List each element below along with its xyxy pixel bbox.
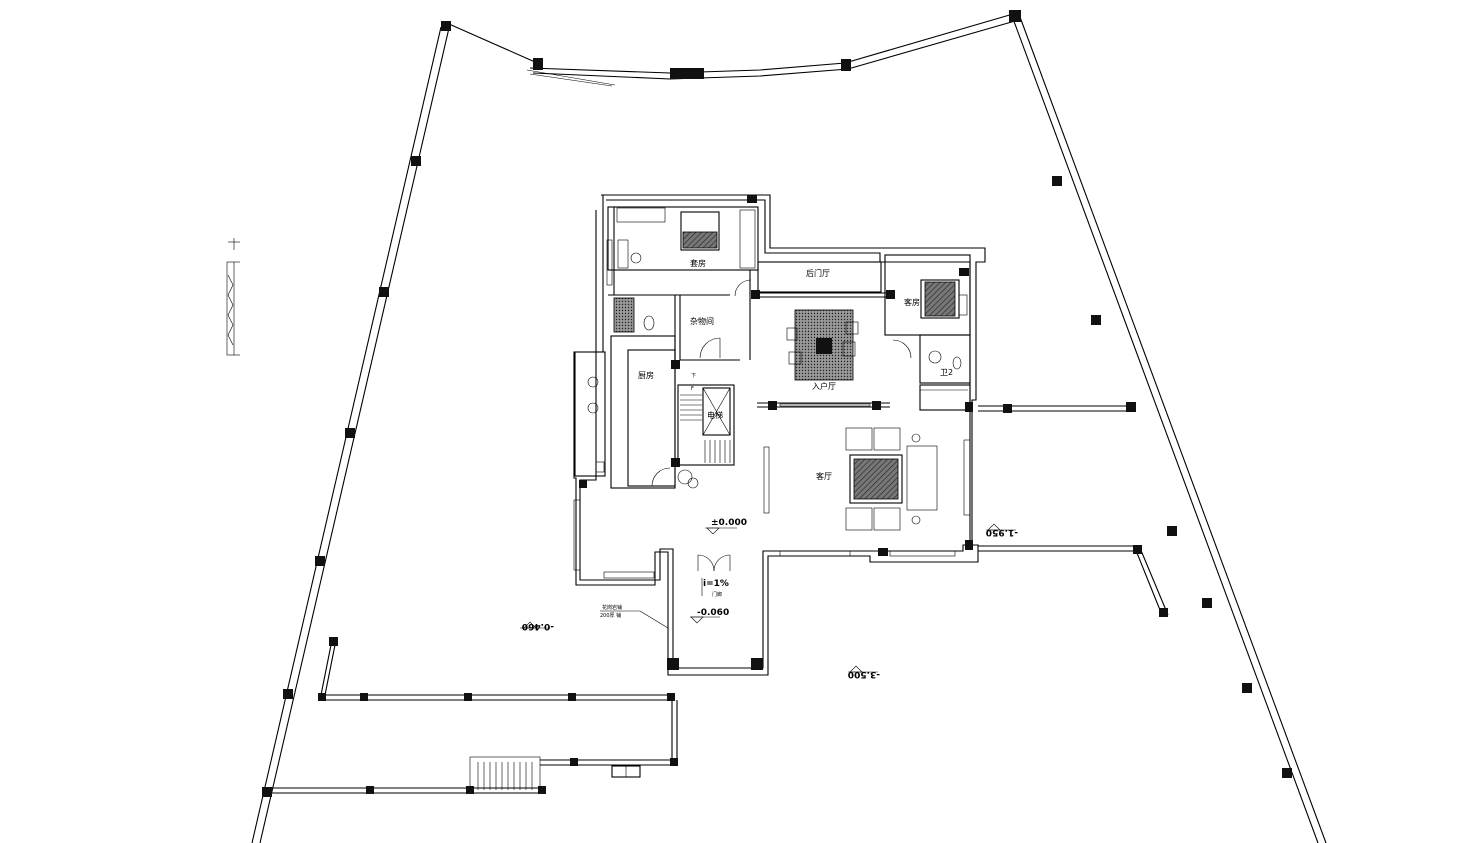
elevation-porch: -0.060	[697, 608, 729, 618]
elevation-garden-east: -1.950	[986, 527, 1018, 537]
section-symbol	[226, 238, 240, 356]
room-label-elevator: 电梯	[707, 410, 723, 420]
garden-steps	[477, 762, 533, 790]
stair-up-mark: F	[691, 386, 694, 392]
slope-note: 门廊	[712, 591, 722, 598]
room-label-suite: 套房	[690, 258, 706, 268]
site-boundary	[251, 13, 1327, 843]
room-label-kitchen: 厨房	[638, 370, 654, 380]
furniture	[587, 207, 968, 531]
stair-down-mark: 下	[691, 373, 696, 379]
room-label-living-room: 客厅	[816, 471, 832, 481]
elevation-markers: ±0.000 -0.060 i=1% 门廊 -0.460 -3.500 -1.9…	[520, 518, 1018, 679]
note-line-1: 花岗岩铺	[602, 604, 622, 611]
house-walls	[573, 194, 986, 676]
fence-posts	[262, 10, 1292, 797]
elevation-garden-west: -0.460	[522, 621, 554, 631]
room-label-storage: 杂物间	[690, 316, 714, 326]
elevation-garden-south: -3.500	[848, 669, 880, 679]
slope-label: i=1%	[703, 579, 729, 589]
room-label-bath2: 卫2	[940, 368, 953, 377]
room-label-back-hall: 后门厅	[806, 268, 830, 278]
note-line-2: 200厚 铺	[600, 612, 621, 619]
room-label-guest-room: 客房	[904, 297, 920, 307]
stair-treads	[680, 394, 731, 463]
elevation-main-floor: ±0.000	[711, 518, 747, 528]
room-label-entry-hall: 入户厅	[812, 381, 836, 391]
material-note: 花岗岩铺 200厚 铺	[600, 604, 669, 629]
room-labels: 套房 后门厅 客房 杂物间 厨房 入户厅 电梯 客厅 卫2 下 F	[638, 258, 953, 481]
